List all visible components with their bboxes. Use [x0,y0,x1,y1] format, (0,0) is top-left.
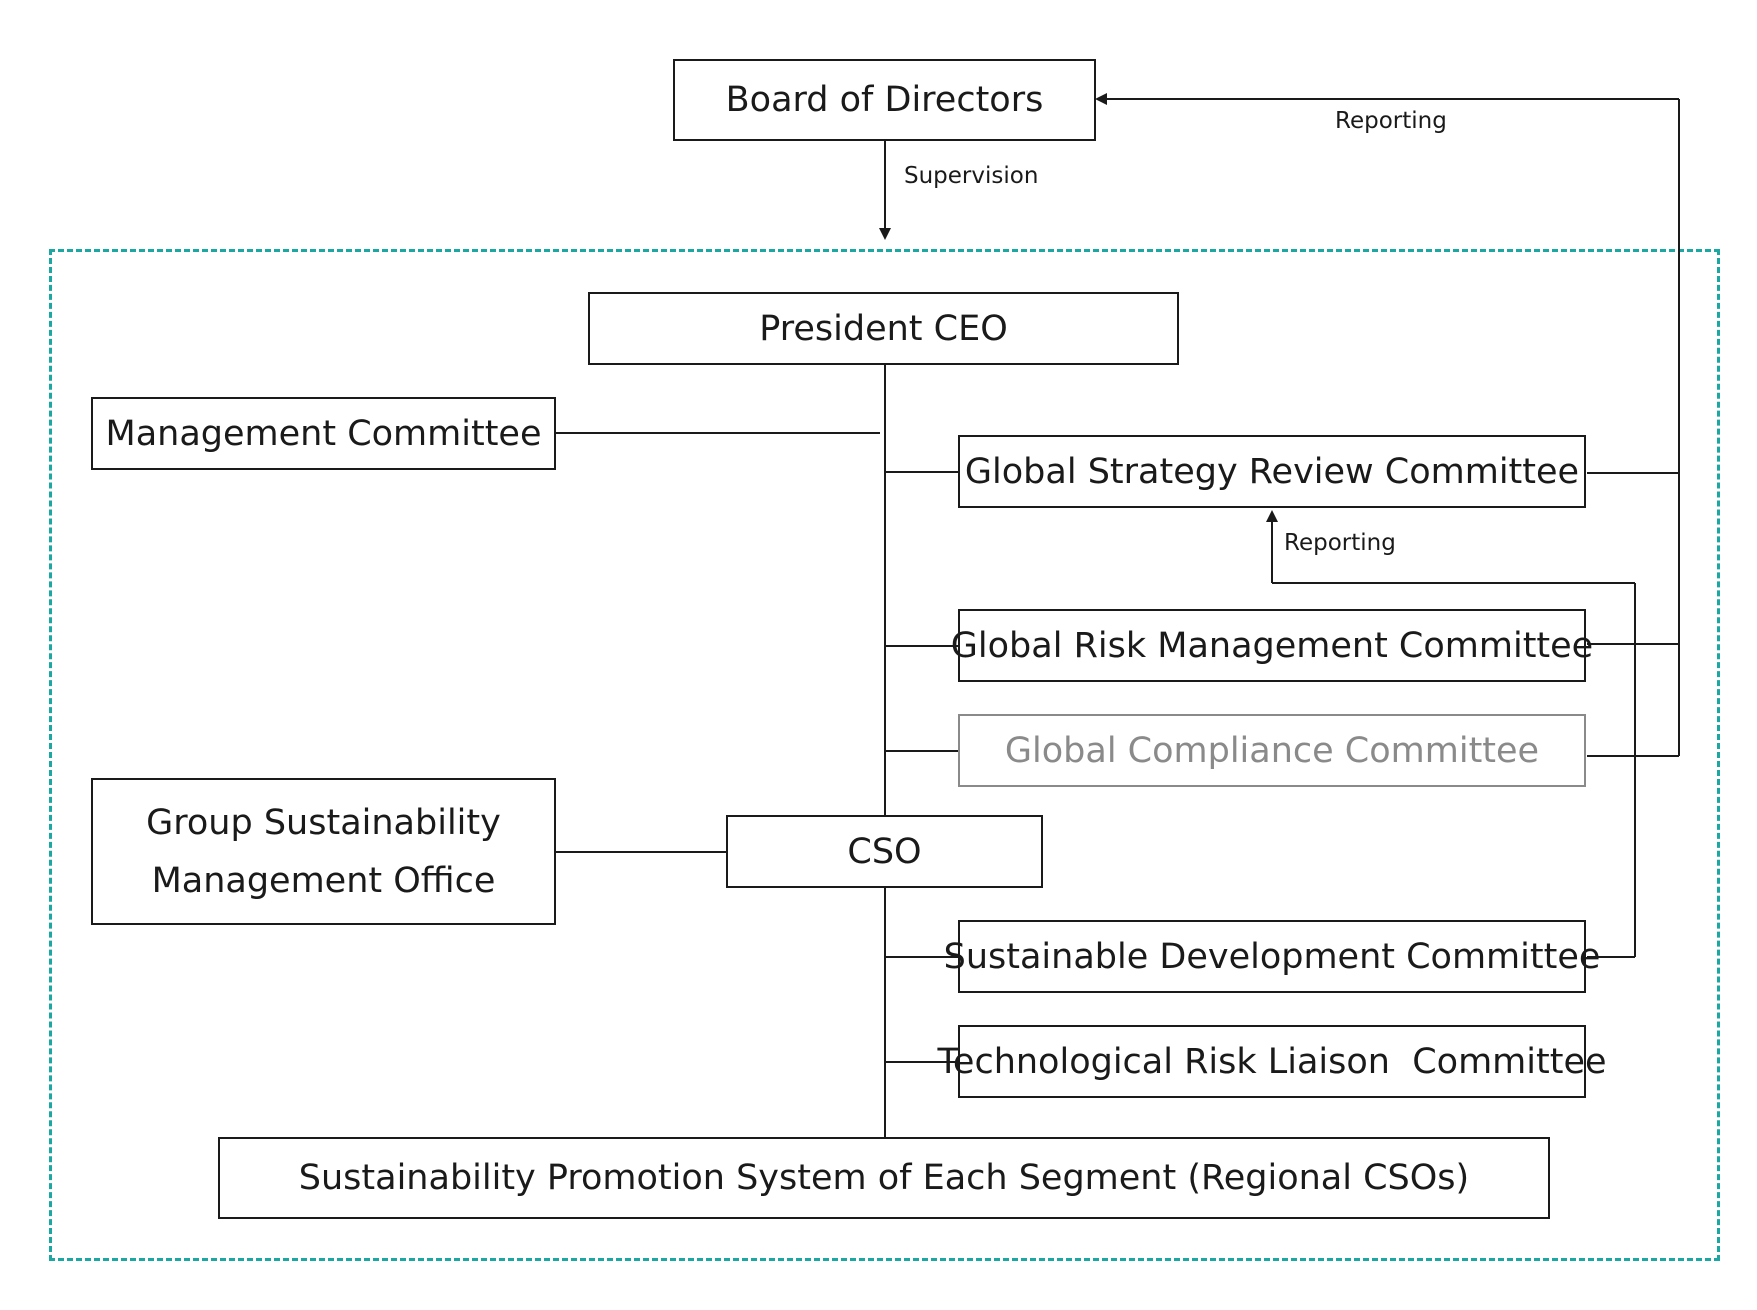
organization-boundary [49,249,1720,1261]
president-ceo-label: President CEO [759,308,1008,349]
group-sustainability-label-line2: Management Office [151,860,496,901]
group-sustainability-label-line1: Group Sustainability [146,802,501,843]
global-risk-management-committee-box: Global Risk Management Committee [951,609,1593,682]
sustainability-promotion-system-label: Sustainability Promotion System of Each … [298,1158,1470,1198]
supervision-label: Supervision [904,163,1039,189]
global-strategy-review-committee-box: Global Strategy Review Committee [958,435,1586,508]
global-risk-management-committee-label: Global Risk Management Committee [950,625,1594,666]
president-ceo-box: President CEO [588,292,1179,365]
management-committee-box: Management Committee [91,397,556,470]
sustainable-development-committee-box: Sustainable Development Committee [944,920,1600,993]
technological-risk-liaison-committee-label: Technological Risk Liaison Committee [937,1041,1607,1082]
group-sustainability-management-office-box: Group Sustainability Management Office [91,778,556,925]
reporting-mid-label: Reporting [1284,530,1396,556]
global-compliance-committee-box: Global Compliance Committee [958,714,1586,787]
sustainable-development-committee-label: Sustainable Development Committee [943,936,1601,977]
cso-label: CSO [847,831,922,872]
reporting-top-label: Reporting [1335,108,1447,134]
global-compliance-committee-label: Global Compliance Committee [1004,730,1540,771]
cso-box: CSO [726,815,1043,888]
board-of-directors-box: Board of Directors [673,59,1096,141]
board-of-directors-label: Board of Directors [725,80,1044,120]
management-committee-label: Management Committee [105,413,542,454]
technological-risk-liaison-committee-box: Technological Risk Liaison Committee [937,1025,1607,1098]
sustainability-promotion-system-box: Sustainability Promotion System of Each … [218,1137,1550,1219]
global-strategy-review-committee-label: Global Strategy Review Committee [964,451,1580,492]
